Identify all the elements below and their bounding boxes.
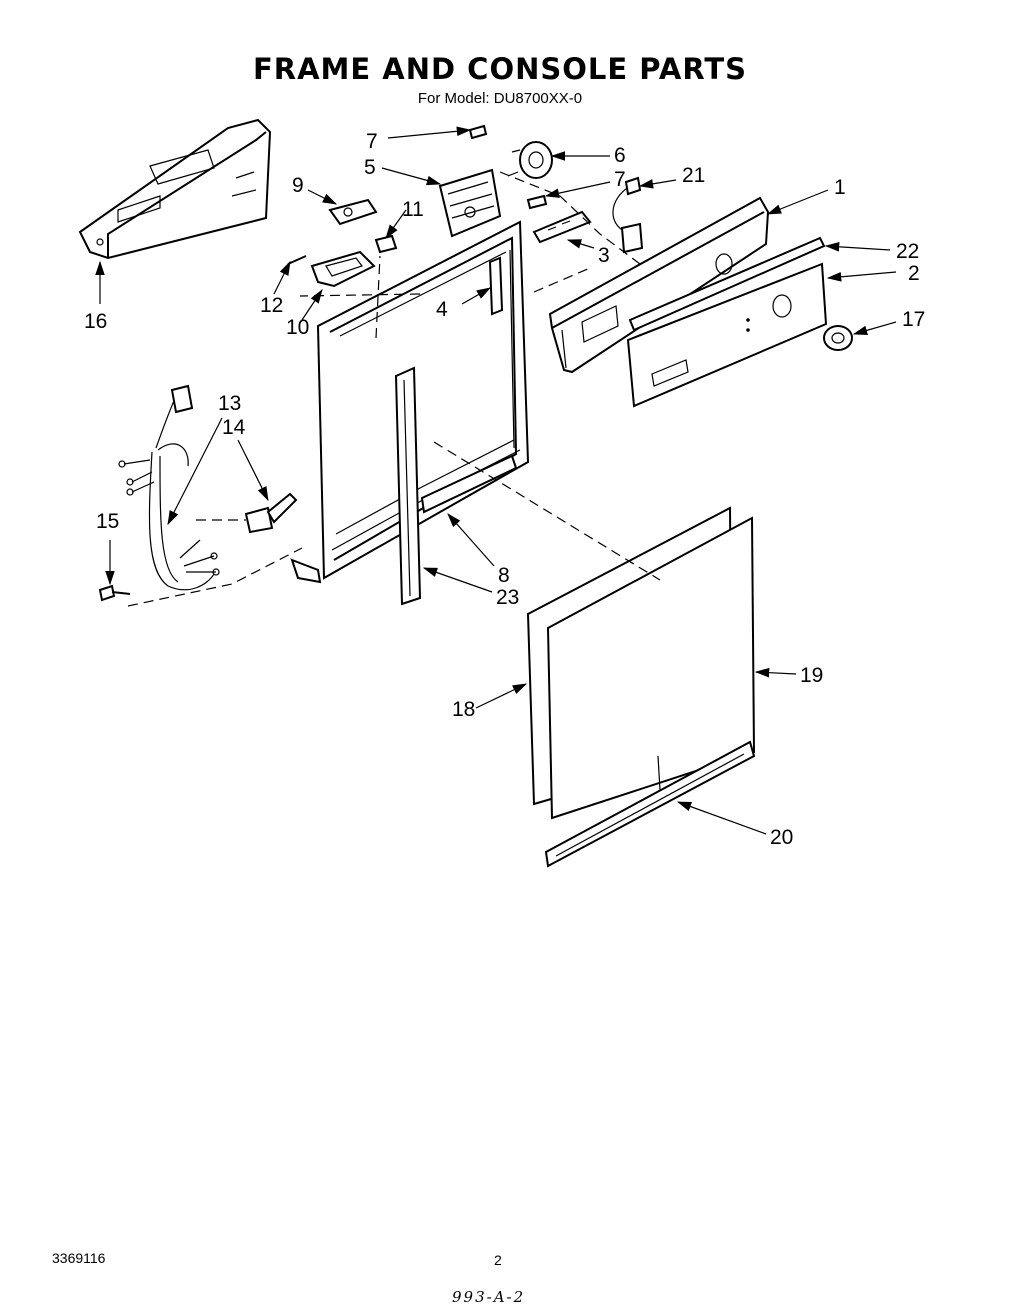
callout-20: 20 xyxy=(770,826,793,849)
part-8-bottom-rail xyxy=(420,454,518,514)
part-5-latch xyxy=(438,168,502,238)
part-23-side-strip xyxy=(394,366,422,606)
page-title: FRAME AND CONSOLE PARTS xyxy=(252,52,748,86)
page-number: 2 xyxy=(494,1252,502,1268)
part-22-trim xyxy=(628,236,826,332)
callout-18: 18 xyxy=(452,698,475,721)
part-19-outer-panel xyxy=(546,516,756,820)
callout-7-top: 7 xyxy=(366,130,378,153)
callout-19: 19 xyxy=(800,664,823,687)
callout-13: 13 xyxy=(218,392,241,415)
part-11-connector xyxy=(374,234,398,254)
callout-11: 11 xyxy=(402,198,424,221)
callout-8: 8 xyxy=(498,564,510,587)
document-number: 3369116 xyxy=(52,1250,106,1266)
part-21-wire xyxy=(612,176,644,254)
callout-5: 5 xyxy=(364,156,376,179)
part-7-screws xyxy=(468,124,548,210)
callout-labels: 7 5 6 7 21 1 22 2 17 3 4 9 11 12 10 16 1… xyxy=(84,130,925,849)
callout-23: 23 xyxy=(496,586,519,609)
leader-arrows xyxy=(95,126,897,835)
part-20-bottom-trim xyxy=(544,740,756,868)
callout-16: 16 xyxy=(84,310,107,333)
part-14-switch xyxy=(244,492,298,534)
part-6-cam xyxy=(507,141,553,179)
callout-14: 14 xyxy=(222,416,246,439)
callout-9: 9 xyxy=(292,174,304,197)
callout-1: 1 xyxy=(834,176,846,199)
part-2-panel xyxy=(626,262,828,408)
callout-6: 6 xyxy=(614,144,626,167)
callout-17: 17 xyxy=(902,308,925,331)
callout-7-right: 7 xyxy=(614,168,626,191)
part-3-bracket xyxy=(532,210,592,244)
part-12-pin xyxy=(287,255,307,265)
callout-22: 22 xyxy=(896,240,919,263)
callout-4: 4 xyxy=(436,298,448,321)
model-subtitle: For Model: DU8700XX-0 xyxy=(417,90,583,107)
part-9-switch xyxy=(328,198,378,226)
part-17-knob xyxy=(823,325,853,351)
callout-15-number: 15 xyxy=(96,510,119,533)
callout-21: 21 xyxy=(682,164,705,187)
part-13-wire-harness xyxy=(118,384,220,591)
assembly-guides xyxy=(127,171,661,607)
callout-10: 10 xyxy=(286,316,309,339)
handwritten-note: 993-A-2 xyxy=(452,1288,526,1306)
part-15-screw xyxy=(98,584,131,602)
part-10-switch-bracket xyxy=(310,250,376,288)
callout-3: 3 xyxy=(598,244,610,267)
callout-2: 2 xyxy=(908,262,920,285)
part-16-top-bracket xyxy=(78,118,272,260)
callout-12: 12 xyxy=(260,294,283,317)
